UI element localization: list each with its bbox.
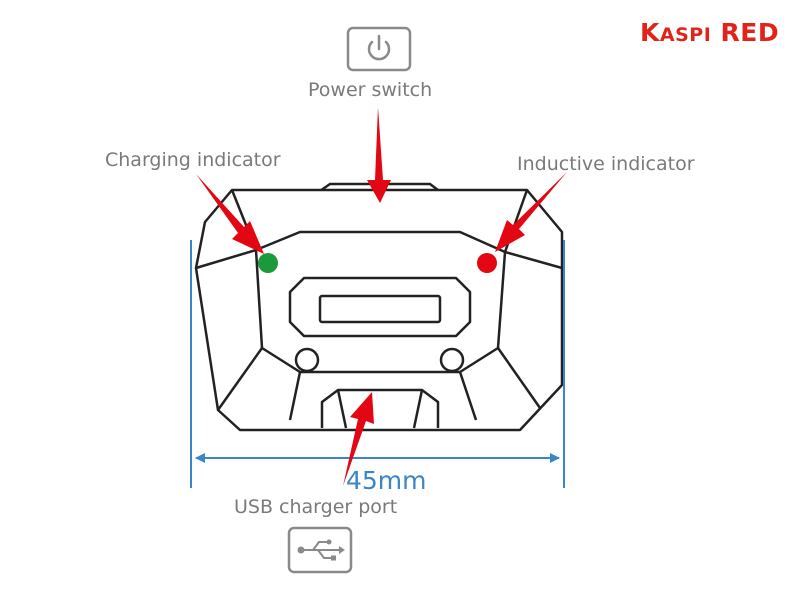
- charging-led: [258, 253, 278, 273]
- power-switch-arrow: [367, 107, 391, 203]
- usb-icon: [287, 526, 353, 574]
- inductive-indicator-label: Inductive indicator: [517, 153, 695, 175]
- device-body: [194, 182, 564, 432]
- charging-indicator-label: Charging indicator: [105, 149, 281, 171]
- inductive-led: [477, 253, 497, 273]
- brand-logo: KASPI RED: [640, 18, 780, 47]
- charging-indicator-arrow: [196, 174, 264, 254]
- callout-arrows: [196, 107, 567, 486]
- usb-port-arrow: [343, 392, 374, 486]
- power-switch-label: Power switch: [308, 79, 433, 101]
- width-dimension: [190, 240, 565, 488]
- power-icon: [346, 26, 412, 72]
- width-dimension-label: 45mm: [346, 466, 427, 495]
- inductive-indicator-arrow: [495, 172, 567, 252]
- usb-port-label: USB charger port: [234, 496, 398, 518]
